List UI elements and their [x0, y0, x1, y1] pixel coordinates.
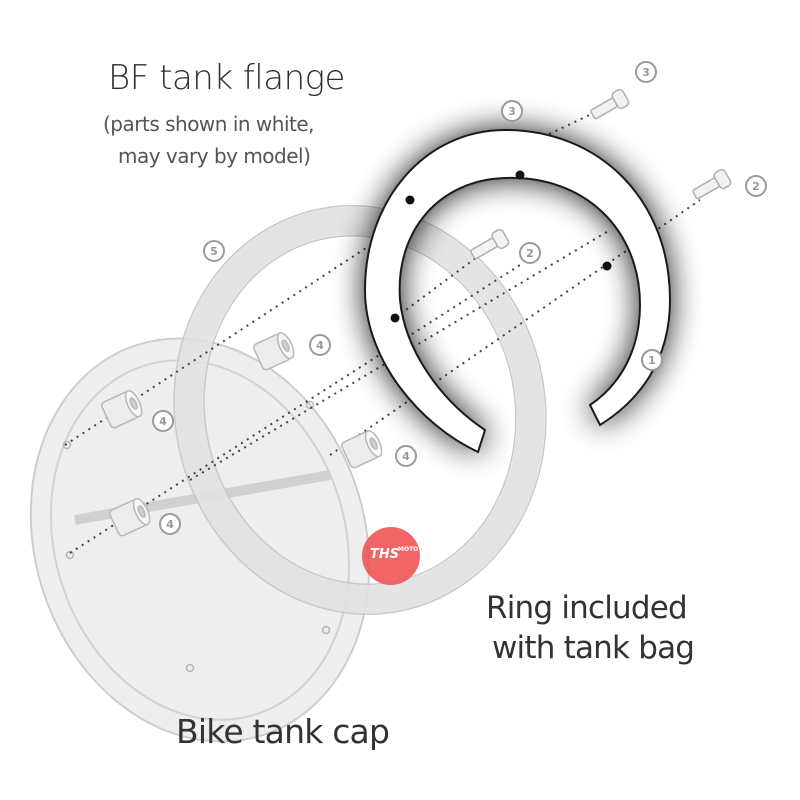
callout-bolt-right — [635, 61, 657, 83]
callout-num: 2 — [752, 180, 760, 193]
bolt — [590, 88, 630, 120]
callout-num: 1 — [648, 354, 656, 367]
callout-bolt-left — [501, 100, 523, 122]
ring-label-line-1: Ring included — [486, 590, 688, 626]
spacer — [109, 497, 151, 537]
base-ring — [173, 205, 547, 615]
callout-spacer-a — [152, 410, 174, 432]
callout-num: 3 — [642, 66, 650, 79]
callout-num: 4 — [166, 518, 174, 531]
watermark-logo: THS MOTO — [362, 527, 420, 585]
bolt — [470, 228, 510, 260]
subtitle-line-1: (parts shown in white, — [103, 112, 315, 136]
bf-tank-flange — [363, 128, 672, 454]
watermark-main: THS — [370, 547, 400, 562]
callout-num: 5 — [210, 245, 218, 258]
callout-flange-tip — [641, 349, 663, 371]
tank-cap-label: Bike tank cap — [176, 712, 390, 751]
bolts — [465, 88, 732, 260]
spacer — [341, 429, 383, 469]
callout-spacer-d — [159, 513, 181, 535]
callout-bolt-mid-right — [745, 175, 767, 197]
spacer — [253, 331, 295, 371]
diagram-title: BF tank flange — [108, 58, 345, 98]
callout-num: 4 — [159, 415, 167, 428]
ring-label-line-2: with tank bag — [492, 630, 695, 666]
callout-spacer-c — [395, 445, 417, 467]
callout-spacer-b — [309, 334, 331, 356]
callout-bolt-mid — [519, 242, 541, 264]
subtitle-line-2: may vary by model) — [118, 144, 311, 168]
spacers — [101, 331, 383, 537]
callouts — [152, 61, 767, 535]
watermark-sub: MOTO — [398, 546, 419, 553]
spacer — [101, 389, 143, 429]
callout-ring-base — [203, 240, 225, 262]
callout-num: 3 — [508, 105, 516, 118]
bolt — [692, 168, 732, 200]
callout-num: 4 — [402, 450, 410, 463]
callout-num: 4 — [316, 339, 324, 352]
callout-num: 2 — [526, 247, 534, 260]
